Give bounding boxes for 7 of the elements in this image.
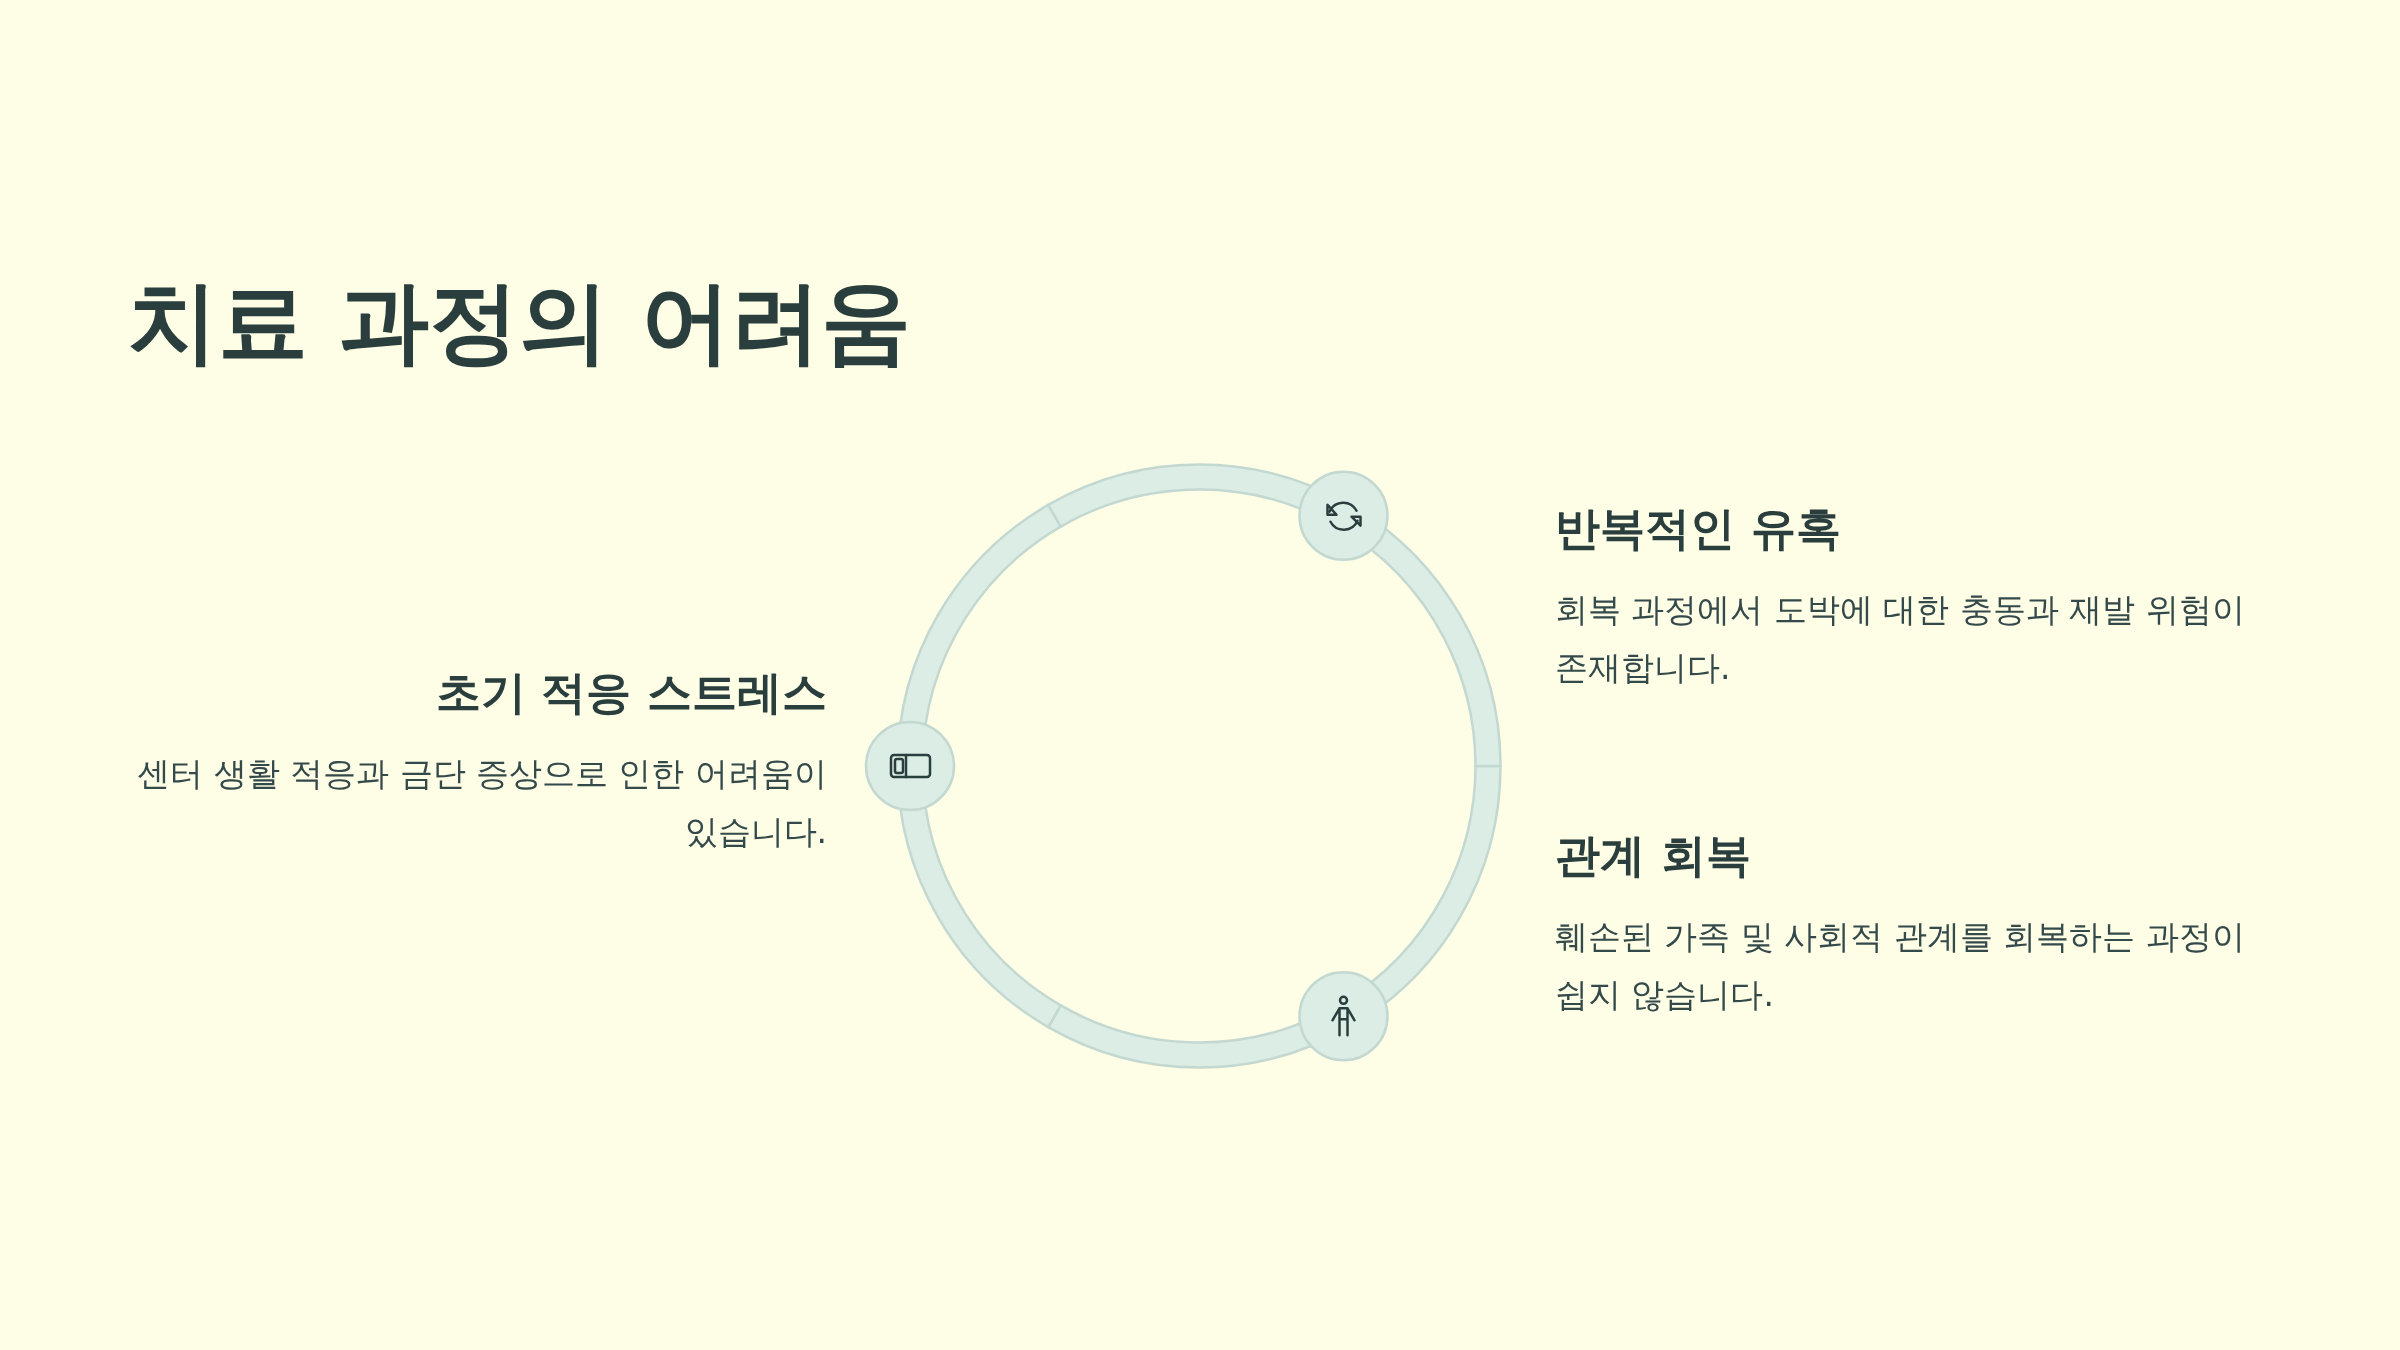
item-description: 훼손된 가족 및 사회적 관계를 회복하는 과정이 쉽지 않습니다. xyxy=(1555,915,2246,1016)
item-heading: 관계 회복 xyxy=(1555,828,1752,884)
item-heading: 초기 적응 스트레스 xyxy=(434,665,827,721)
title: 치료 과정의 어려움 xyxy=(128,268,911,376)
item-description: 센터 생활 적응과 금단 증상으로 인한 어려움이 있습니다. xyxy=(136,752,827,853)
item-description: 회복 과정에서 도박에 대한 충동과 재발 위험이 존재합니다. xyxy=(1555,588,2246,689)
item-heading: 반복적인 유혹 xyxy=(1555,501,1842,557)
